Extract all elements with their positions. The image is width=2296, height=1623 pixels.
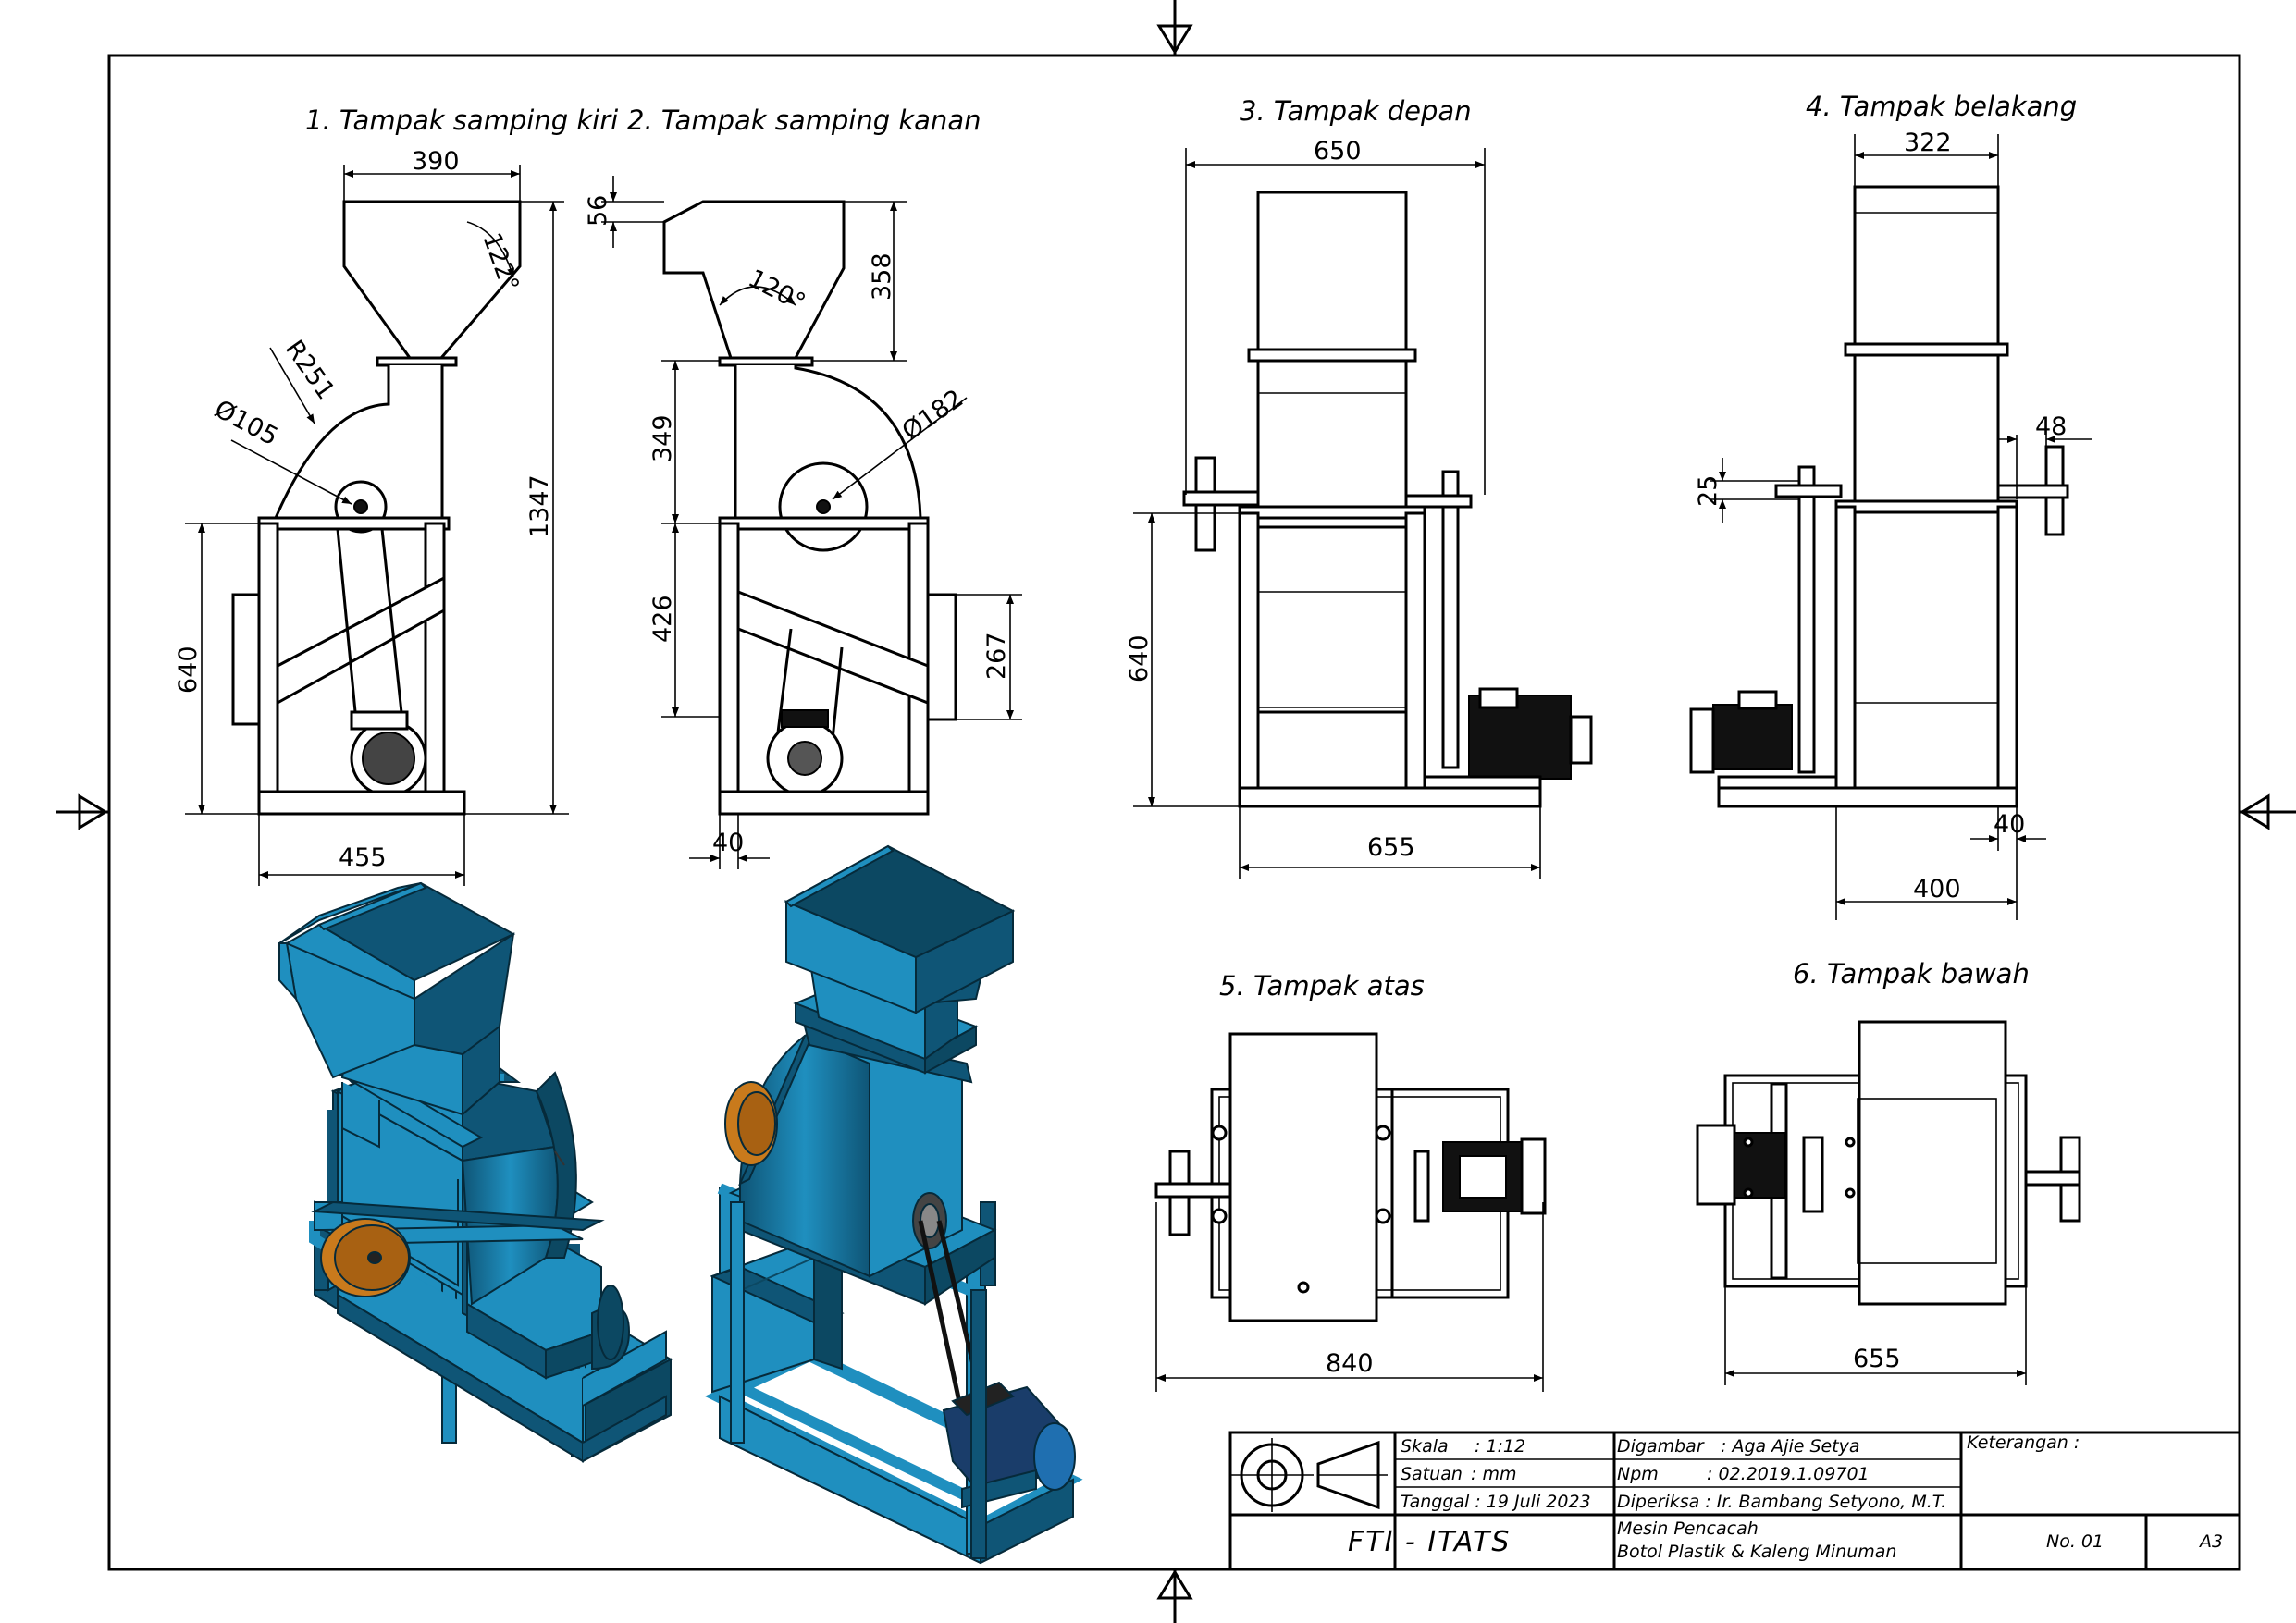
dim-v1-total-height: 1347 [525, 474, 554, 538]
view-right-side [662, 200, 957, 816]
tb-satuan-label: Satuan [1401, 1464, 1463, 1484]
dim-v4-top-width: 322 [1904, 129, 1952, 157]
view-title-top: 5. Tampak atas [1219, 970, 1425, 1002]
dim-v1-frame-height: 640 [174, 646, 203, 694]
dims-top: 840 [1155, 1202, 1544, 1392]
dims-bottom: 655 [1724, 1286, 2027, 1385]
tb-diperiksa: Diperiksa : Ir. Bambang Setyono, M.T. [1617, 1492, 1946, 1512]
sheet-border [56, 0, 2296, 1623]
view-title-right-side: 2. Tampak samping kanan [627, 105, 981, 136]
view-title-front: 3. Tampak depan [1240, 95, 1472, 127]
view-title-bottom: 6. Tampak bawah [1793, 958, 2030, 990]
tb-skala-value: : 1:12 [1475, 1436, 1525, 1457]
tb-digambar-value: : Aga Ajie Setya [1721, 1436, 1860, 1457]
tb-machine-line1: Mesin Pencacah [1617, 1518, 1759, 1539]
dim-v2-leg: 40 [712, 829, 744, 857]
dim-v1-top-width: 390 [412, 147, 460, 176]
view-top [1154, 1032, 1547, 1322]
tb-npm-value: : 02.2019.1.09701 [1707, 1464, 1870, 1484]
tb-digambar-label: Digambar [1617, 1436, 1705, 1457]
view-bottom [1696, 1020, 2081, 1306]
dim-v6-width: 655 [1853, 1345, 1901, 1373]
isometric-render-right [704, 844, 1083, 1565]
dim-v1-pulley: Ø105 [210, 395, 283, 452]
tb-skala-label: Skala [1401, 1436, 1449, 1457]
dim-v2-lip: 56 [584, 195, 612, 227]
tb-machine-line2: Botol Plastik & Kaleng Minuman [1617, 1542, 1896, 1562]
tb-paper-size: A3 [2198, 1531, 2223, 1552]
view-left-side [231, 200, 522, 816]
dim-v4-offset: 25 [1694, 475, 1722, 507]
dim-v3-frame-height: 640 [1125, 634, 1154, 682]
tb-sheet-no: No. 01 [2046, 1531, 2104, 1552]
tb-npm-label: Npm [1617, 1464, 1659, 1484]
view-title-back: 4. Tampak belakang [1806, 91, 2077, 122]
dim-v4-leg: 40 [1994, 810, 2025, 839]
tb-keterangan: Keterangan : [1967, 1432, 2080, 1453]
tb-institution: FTI - ITATS [1348, 1526, 1511, 1558]
dim-v2-outlet-height: 267 [982, 632, 1011, 680]
dims-front: 650 640 655 [1125, 137, 1541, 879]
dim-v5-width: 840 [1326, 1349, 1374, 1378]
tb-tanggal: Tanggal : 19 Juli 2023 [1401, 1492, 1591, 1512]
dims-back: 322 48 25 40 400 [1694, 129, 2092, 920]
dim-v4-base-width: 400 [1913, 875, 1961, 904]
isometric-render-left [278, 881, 673, 1463]
dim-v2-frame-height: 426 [648, 595, 677, 643]
projection-symbol-icon [1230, 1438, 1388, 1512]
dim-v2-housing-height: 349 [648, 414, 677, 462]
view-front [1182, 191, 1593, 808]
dim-v1-base-width: 455 [339, 843, 387, 872]
dim-v3-base-width: 655 [1367, 833, 1415, 862]
title-block: Skala : 1:12 Satuan : mm Tanggal : 19 Ju… [1228, 1431, 2241, 1571]
view-title-left-side: 1. Tampak samping kiri [305, 105, 618, 136]
dim-v1-radius: R251 [279, 335, 340, 404]
dim-v4-shaft: 48 [2035, 412, 2067, 441]
view-back [1689, 185, 2069, 808]
dim-v2-housing-dia: Ø182 [897, 384, 969, 446]
dim-v2-hopper-height: 358 [868, 252, 896, 301]
tb-satuan-value: : mm [1471, 1464, 1516, 1484]
dim-v3-top-width: 650 [1314, 137, 1362, 166]
